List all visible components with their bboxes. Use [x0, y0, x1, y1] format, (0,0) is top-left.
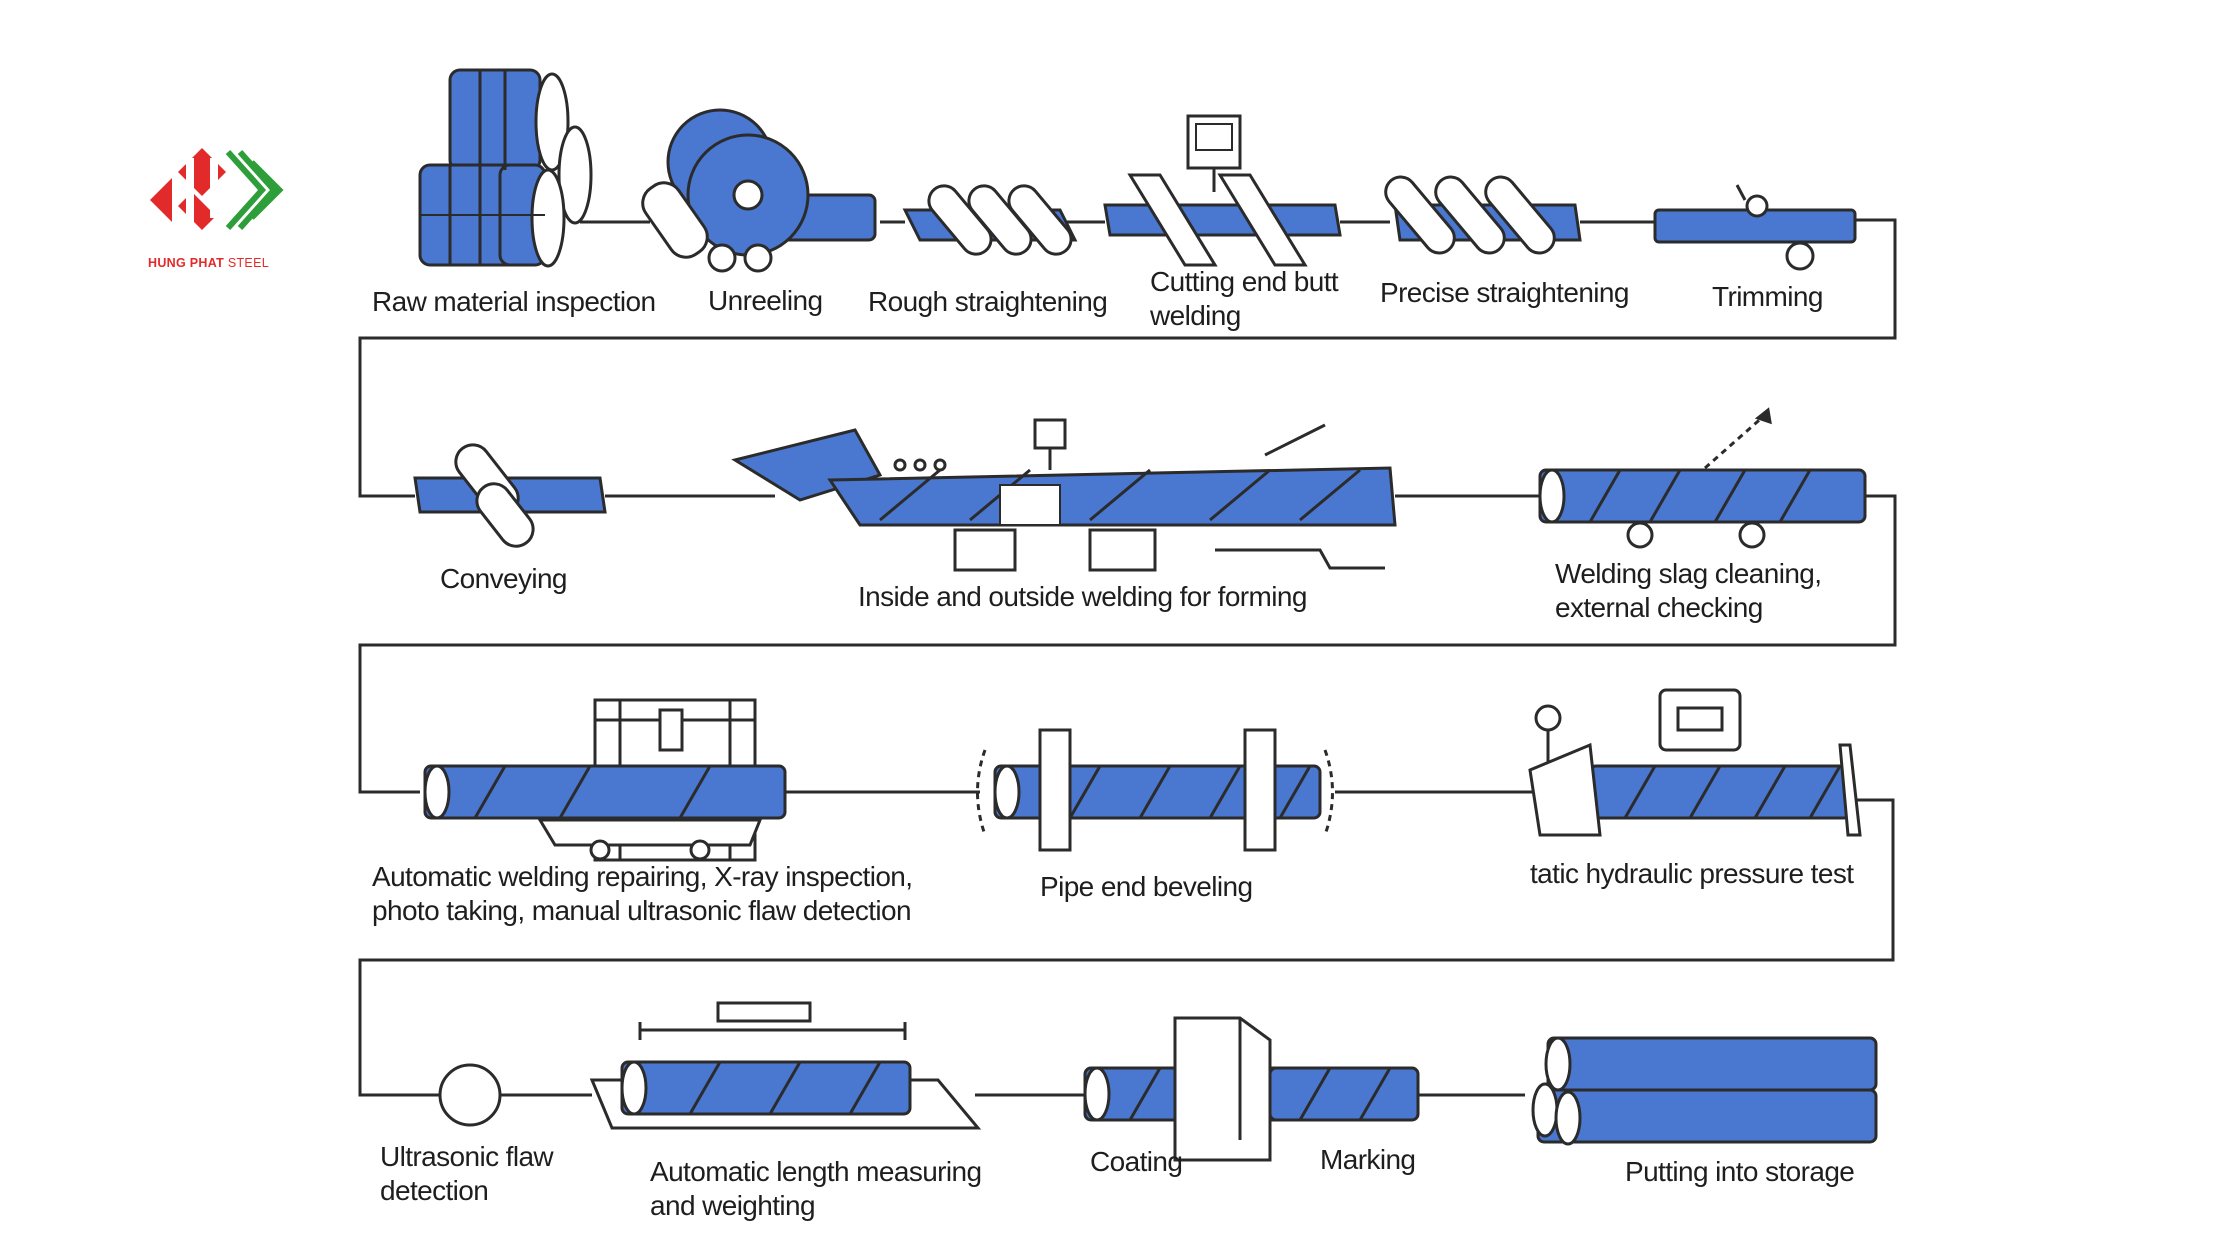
brand-name: HUNG PHAT: [148, 256, 225, 270]
step-label-precise-straightening: Precise straightening: [1380, 277, 1629, 308]
flow-lines: [358, 218, 1897, 1097]
step-label-raw-material-inspection: Raw material inspection: [372, 286, 656, 317]
unreeling-icon: [641, 108, 877, 273]
forming-welding-machine-icon: [731, 418, 1397, 572]
step-label-rough-straightening: Rough straightening: [868, 286, 1108, 317]
pipe-end-beveling-icon: [976, 728, 1334, 852]
conveying-icon: [413, 443, 607, 548]
coating-marking-station-icon: [1083, 1016, 1420, 1162]
length-measuring-scale-icon: [589, 1001, 982, 1130]
step-label-marking: Marking: [1320, 1144, 1416, 1175]
storage-pipes-icon: [1531, 1036, 1878, 1146]
step-label-inside-outside-welding: Inside and outside welding for forming: [858, 581, 1307, 612]
precise-straightening-icon: [1384, 175, 1582, 255]
butt-welding-icon: [1103, 114, 1342, 267]
step-label-hydraulic-pressure-test: tatic hydraulic pressure test: [1530, 858, 1854, 889]
trimming-icon: [1653, 184, 1857, 271]
step-label-putting-into-storage: Putting into storage: [1625, 1156, 1855, 1187]
coil-stack-icon: [418, 68, 593, 268]
brand-suffix: STEEL: [227, 256, 269, 270]
step-label-trimming: Trimming: [1712, 281, 1823, 312]
step-label-welding-slag-cleaning: Welding slag cleaning,external checking: [1555, 558, 1822, 623]
hung-phat-logo: [150, 148, 284, 231]
step-label-unreeling: Unreeling: [708, 285, 823, 316]
step-label-conveying: Conveying: [440, 563, 568, 594]
step-label-automatic-welding-repairing: Automatic welding repairing, X-ray inspe…: [372, 861, 913, 926]
hydraulic-test-icon: [1528, 688, 1862, 837]
ultrasonic-probe-icon: [438, 1063, 502, 1127]
brand-wordmark: HUNG PHAT STEEL: [148, 256, 269, 270]
rough-straightening-icon: [902, 184, 1078, 256]
step-label-pipe-end-beveling: Pipe end beveling: [1040, 871, 1253, 902]
step-label-coating: Coating: [1090, 1146, 1183, 1177]
slag-cleaning-pipe-icon: [1538, 407, 1867, 549]
welding-repair-xray-icon: [423, 698, 787, 862]
